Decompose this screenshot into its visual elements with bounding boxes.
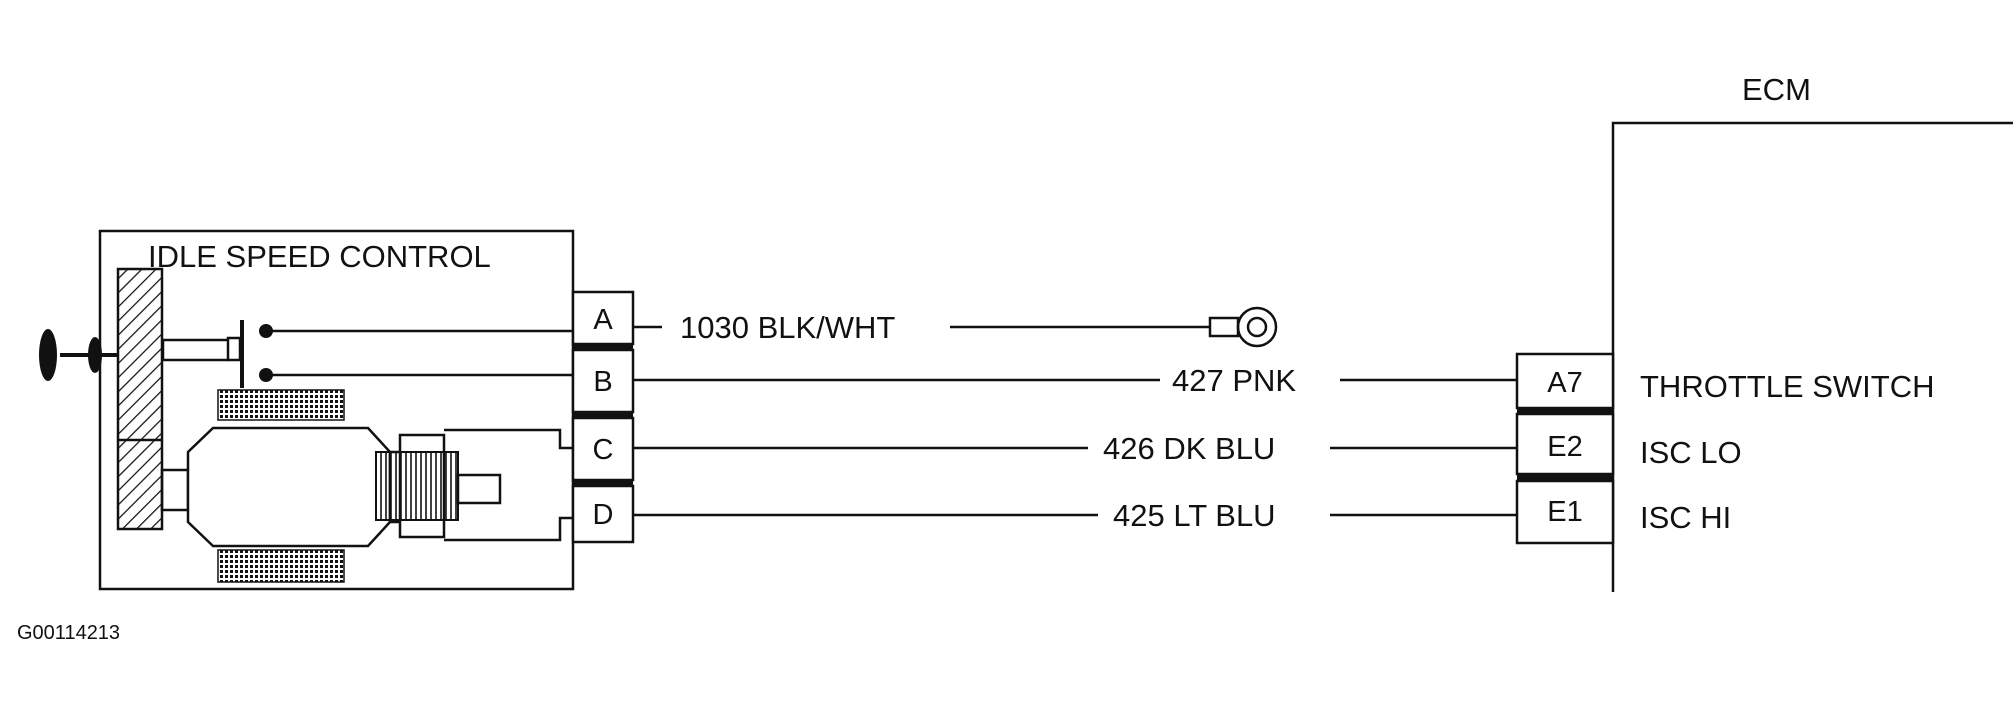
ground-ring-hole xyxy=(1246,316,1268,338)
idle-speed-control-module: IDLE SPEED CONTROL A B C D xyxy=(39,229,635,591)
isc-pin-label: C xyxy=(593,434,614,466)
isc-pin-label: A xyxy=(593,304,613,336)
ecm-pin-e2-box xyxy=(1515,412,1615,476)
plunger-rod xyxy=(161,338,228,362)
isc-pin-separator xyxy=(573,412,633,418)
ground-terminal-crimp xyxy=(1208,316,1240,338)
motor-housing xyxy=(444,428,573,542)
harness-wires: 1030 BLK/WHT 427 PNK 426 DK BLU 425 LT B… xyxy=(633,306,1517,533)
ground-ring-terminal xyxy=(1236,306,1278,348)
figure-code: G00114213 xyxy=(17,622,120,644)
ecm-pin-function: ISC HI xyxy=(1640,500,1731,535)
magnet-bottom xyxy=(217,549,345,583)
magnet-top xyxy=(217,389,345,421)
mounting-plate xyxy=(116,267,164,531)
switch-stop xyxy=(226,336,242,362)
switch-contact-a xyxy=(259,324,273,338)
ecm-pin-label: E2 xyxy=(1547,431,1582,463)
wire-label: 425 LT BLU xyxy=(1113,498,1276,533)
plunger-collar xyxy=(88,337,102,373)
wire-label: 426 DK BLU xyxy=(1103,431,1275,466)
isc-pin-a-box xyxy=(571,290,635,346)
ecm-module: ECM A7 E2 E1 THROTTLE SWITCH ISC LO ISC … xyxy=(1515,72,2013,592)
output-shaft xyxy=(456,473,502,505)
ecm-title: ECM xyxy=(1742,72,1811,107)
motor-shaft-left xyxy=(160,468,190,512)
worm-gear xyxy=(375,451,459,521)
ecm-pin-separator xyxy=(1517,407,1613,414)
ecm-pin-separator xyxy=(1517,474,1613,481)
ecm-pin-function: THROTTLE SWITCH xyxy=(1640,369,1935,404)
isc-pin-separator xyxy=(573,344,633,350)
wire-label: 427 PNK xyxy=(1172,363,1296,398)
wire-label: 1030 BLK/WHT xyxy=(680,310,895,345)
isc-pin-separator xyxy=(573,480,633,486)
plunger-knob xyxy=(39,329,57,381)
ecm-pin-label: E1 xyxy=(1547,496,1582,528)
isc-title: IDLE SPEED CONTROL xyxy=(148,239,491,274)
isc-pin-label: B xyxy=(593,366,612,398)
motor-body xyxy=(186,426,392,548)
switch-contact-b xyxy=(259,368,273,382)
ecm-pin-label: A7 xyxy=(1547,367,1582,399)
isc-pin-label: D xyxy=(593,499,614,531)
ecm-pin-function: ISC LO xyxy=(1640,435,1742,470)
